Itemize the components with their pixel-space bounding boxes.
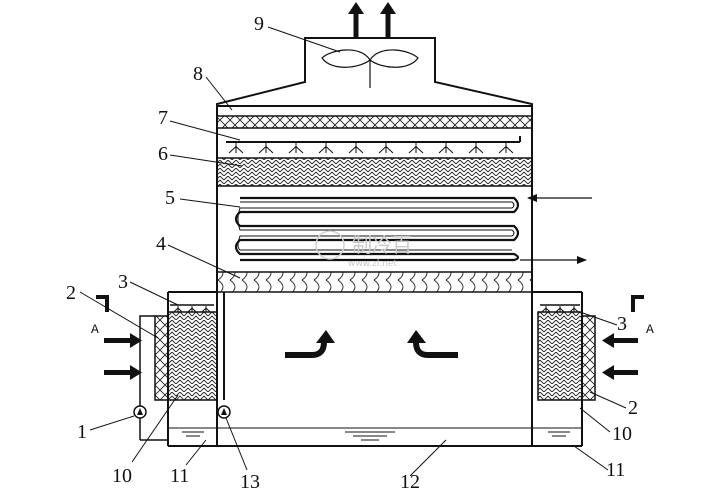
label-11-right: 11 — [606, 459, 625, 481]
spray-nozzle-icon — [173, 306, 183, 313]
spray-nozzle-icon — [187, 306, 197, 313]
label-3-left: 3 — [118, 271, 128, 293]
inlet-louver-left — [154, 315, 169, 401]
heat-exchange-coil — [234, 196, 520, 262]
label-10-left: 10 — [112, 465, 132, 487]
label-3-right: 3 — [617, 313, 627, 335]
spray-nozzle-icon — [288, 143, 304, 154]
fan — [321, 49, 419, 88]
label-1: 1 — [77, 421, 87, 443]
air-inlet-arrows-left — [104, 333, 142, 380]
spray-nozzles-side — [173, 306, 579, 313]
spray-nozzle-icon — [555, 306, 565, 313]
spray-nozzle-icon — [569, 306, 579, 313]
basin-housing — [167, 291, 583, 447]
leader-lines — [79, 26, 627, 477]
side-packing-right — [537, 311, 583, 401]
section-mark-left — [96, 295, 109, 312]
pump-center-icon — [217, 405, 231, 419]
label-13: 13 — [240, 471, 260, 493]
label-8: 8 — [193, 63, 203, 85]
spray-nozzle-icon — [438, 143, 454, 154]
spray-nozzle-icon — [408, 143, 424, 154]
section-mark-right — [631, 295, 644, 312]
label-9: 9 — [254, 13, 264, 35]
spray-header — [226, 136, 521, 143]
label-10-right: 10 — [612, 423, 632, 445]
watermark-url: www.zl.net — [348, 259, 397, 269]
air-distribution-layer — [216, 271, 533, 293]
section-label-right: A — [646, 322, 654, 337]
label-6: 6 — [158, 143, 168, 165]
spray-nozzle-icon — [348, 143, 364, 154]
spray-nozzle-icon — [541, 306, 551, 313]
fan-hood — [216, 37, 533, 106]
label-2-right: 2 — [628, 397, 638, 419]
inlet-louver-right — [581, 315, 596, 401]
label-11-left: 11 — [170, 465, 189, 487]
pump-left-icon — [133, 405, 147, 419]
side-packing-left — [167, 311, 218, 401]
spray-nozzle-icon — [378, 143, 394, 154]
spray-nozzle-icon — [228, 143, 244, 154]
air-flow-arrow-left — [285, 341, 327, 358]
spray-nozzle-icon — [258, 143, 274, 154]
spray-nozzle-icon — [201, 306, 211, 313]
label-2-left: 2 — [66, 282, 76, 304]
drift-eliminator — [216, 115, 533, 129]
label-7: 7 — [158, 107, 168, 129]
water-level — [168, 427, 582, 441]
air-inlet-arrows-right — [602, 333, 638, 380]
air-flow-arrow-right — [413, 341, 458, 358]
label-5: 5 — [165, 187, 175, 209]
section-label-left: A — [91, 322, 99, 337]
spray-nozzles-top — [228, 143, 514, 154]
watermark-text: 制冷百 — [352, 233, 412, 257]
spray-nozzle-icon — [498, 143, 514, 154]
air-outlet-arrows — [348, 2, 396, 38]
watermark: 制冷百 www.zl.net — [315, 230, 412, 269]
label-12: 12 — [400, 471, 420, 493]
spray-nozzle-icon — [318, 143, 334, 154]
circulation-pipe-left — [139, 315, 168, 441]
fill-packing-upper — [216, 157, 533, 187]
spray-nozzle-icon — [468, 143, 484, 154]
label-4: 4 — [156, 233, 166, 255]
